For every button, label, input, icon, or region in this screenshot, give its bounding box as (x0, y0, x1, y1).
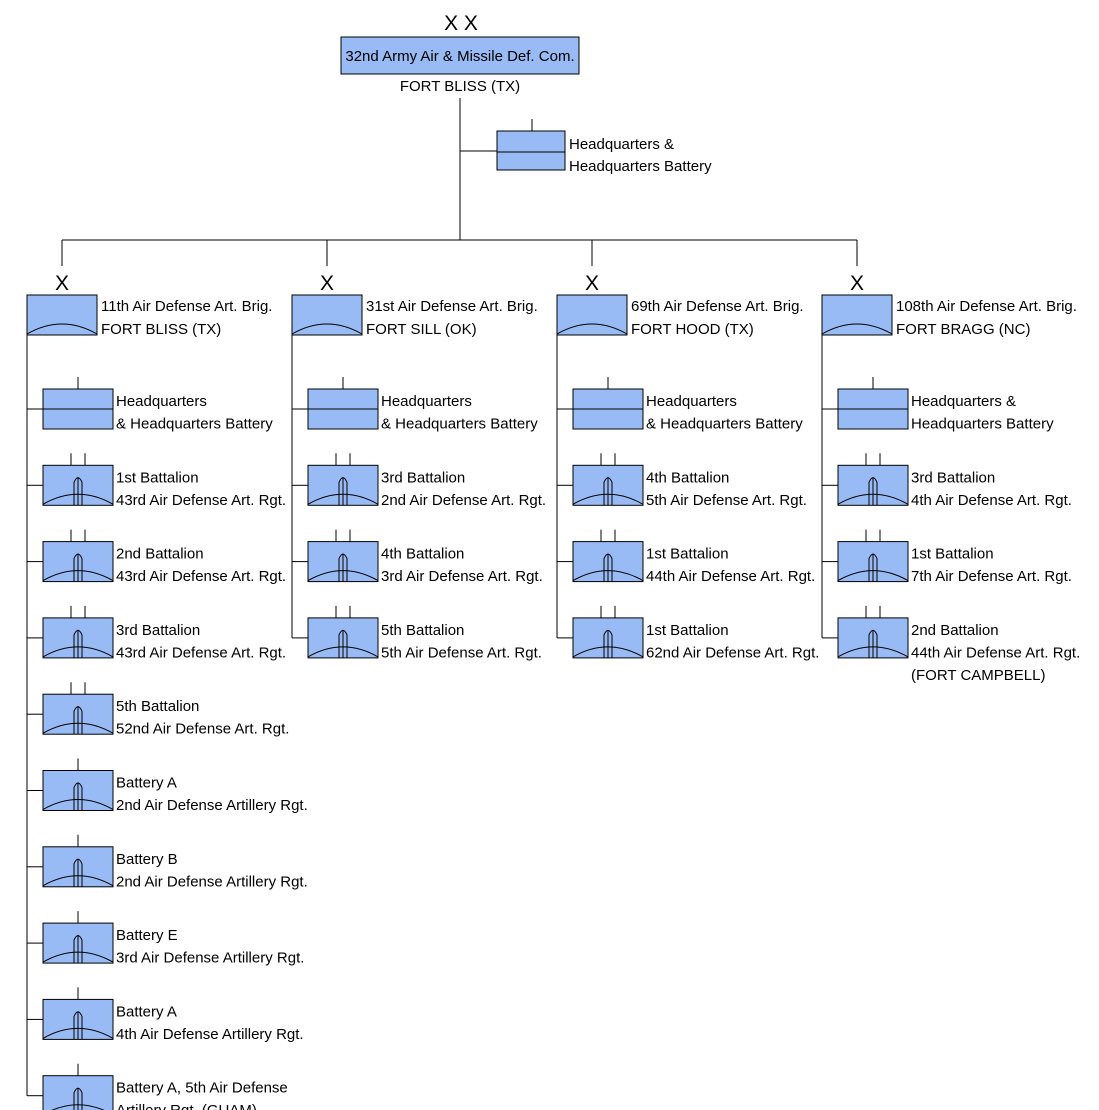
unit-label-line: 5th Battalion (381, 622, 464, 639)
unit-label-line: Battery B (116, 851, 178, 868)
unit-label-line: 44th Air Defense Art. Rgt. (911, 644, 1080, 661)
unit-label-line: & Headquarters Battery (381, 416, 538, 433)
unit-label-line: 2nd Battalion (116, 546, 204, 563)
unit-label-line: 1st Battalion (646, 546, 729, 563)
unit-label-line: 52nd Air Defense Art. Rgt. (116, 721, 289, 738)
unit-label-line: 3rd Air Defense Art. Rgt. (381, 568, 543, 585)
unit-label-line: 4th Air Defense Artillery Rgt. (116, 1026, 304, 1043)
unit-battalion[interactable]: 1st Battalion 62nd Air Defense Art. Rgt. (557, 605, 819, 662)
unit-label-line: 1st Battalion (116, 469, 199, 486)
air-defense-arc (556, 323, 628, 335)
unit-label-line: 43rd Air Defense Art. Rgt. (116, 568, 286, 585)
unit-battalion[interactable]: 3rd Battalion 2nd Air Defense Art. Rgt. (292, 453, 546, 509)
unit-label-line: 4th Air Defense Art. Rgt. (911, 492, 1072, 509)
unit-label-line: 3rd Air Defense Artillery Rgt. (116, 950, 304, 967)
brigade-4[interactable]: X 108th Air Defense Art. Brig. FORT BRAGG … (821, 240, 1080, 684)
unit-battalion[interactable]: 3rd Battalion 43rd Air Defense Art. Rgt. (27, 605, 286, 662)
unit-battalion[interactable]: 1st Battalion 43rd Air Defense Art. Rgt. (27, 453, 286, 509)
unit-label-line: Battery E (116, 927, 178, 944)
command-hq-label-line-1: Headquarters & (569, 136, 674, 153)
unit-label-line: 2nd Air Defense Artillery Rgt. (116, 797, 308, 814)
unit-hq[interactable]: Headquarters & Headquarters Battery (292, 377, 538, 433)
unit-label-line: 1st Battalion (911, 546, 994, 563)
unit-label-line: Battery A, 5th Air Defense (116, 1080, 288, 1097)
brigade-name: 11th Air Defense Art. Brig. (101, 298, 272, 315)
brigade-location: FORT HOOD (TX) (631, 321, 754, 338)
unit-battalion[interactable]: 3rd Battalion 4th Air Defense Art. Rgt. (822, 453, 1072, 509)
unit-label-line: 5th Air Defense Art. Rgt. (381, 644, 542, 661)
command-echelon-marker: X X (444, 12, 478, 35)
air-defense-arc (291, 323, 363, 335)
unit-label-line: 43rd Air Defense Art. Rgt. (116, 644, 286, 661)
brigade-echelon-marker: X (850, 272, 864, 295)
brigade-echelon-marker: X (55, 272, 69, 295)
unit-hq[interactable]: Headquarters & Headquarters Battery (822, 377, 1054, 433)
unit-label-line: 62nd Air Defense Art. Rgt. (646, 644, 819, 661)
unit-label-line: & Headquarters Battery (646, 416, 803, 433)
command-box (340, 36, 580, 75)
air-defense-arc (26, 323, 98, 335)
brigade-1[interactable]: X 11th Air Defense Art. Brig. FORT BLISS (… (26, 240, 308, 1110)
unit-label-line: Headquarters (646, 393, 737, 410)
unit-label-line: Battery A (116, 1003, 177, 1020)
brigades: X 11th Air Defense Art. Brig. FORT BLISS (… (26, 240, 1080, 1110)
unit-battery[interactable]: Battery E 3rd Air Defense Artillery Rgt. (27, 911, 304, 967)
command-node[interactable]: X X 32nd Army Air & Missile Def. Com. FO… (340, 12, 580, 95)
unit-battalion[interactable]: 4th Battalion 3rd Air Defense Art. Rgt. (292, 529, 543, 586)
command-connectors (62, 98, 857, 241)
unit-label-line: 3rd Battalion (381, 469, 465, 486)
unit-label-line: Headquarters Battery (911, 416, 1054, 433)
brigade-echelon-marker: X (320, 272, 334, 295)
unit-label-line: 3rd Battalion (911, 469, 995, 486)
unit-battalion[interactable]: 1st Battalion 7th Air Defense Art. Rgt. (822, 529, 1072, 586)
brigade-echelon-marker: X (585, 272, 599, 295)
unit-battery[interactable]: Battery A 2nd Air Defense Artillery Rgt. (27, 758, 308, 815)
unit-label-line: 5th Air Defense Art. Rgt. (646, 492, 807, 509)
unit-battalion[interactable]: 2nd Battalion 43rd Air Defense Art. Rgt. (27, 529, 286, 586)
command-hq-label-line-2: Headquarters Battery (569, 158, 712, 175)
unit-label-line: Artillery Rgt. (GUAM) (116, 1102, 257, 1110)
unit-label-line: 2nd Air Defense Art. Rgt. (381, 492, 546, 509)
unit-battalion[interactable]: 2nd Battalion 44th Air Defense Art. Rgt. (… (822, 605, 1080, 684)
unit-battalion[interactable]: 5th Battalion 52nd Air Defense Art. Rgt. (27, 682, 289, 738)
brigade-name: 69th Air Defense Art. Brig. (631, 298, 804, 315)
unit-hq[interactable]: Headquarters & Headquarters Battery (27, 377, 273, 433)
brigade-location: FORT BLISS (TX) (101, 321, 221, 338)
brigade-name: 31st Air Defense Art. Brig. (366, 298, 538, 315)
unit-label-line: & Headquarters Battery (116, 416, 273, 433)
unit-battalion[interactable]: 4th Battalion 5th Air Defense Art. Rgt. (557, 453, 807, 509)
unit-battalion[interactable]: 5th Battalion 5th Air Defense Art. Rgt. (292, 605, 542, 662)
unit-label-line: Headquarters (116, 393, 207, 410)
brigade-location: FORT SILL (OK) (366, 321, 477, 338)
unit-label-line: 3rd Battalion (116, 622, 200, 639)
unit-label-line: 7th Air Defense Art. Rgt. (911, 568, 1072, 585)
unit-hq[interactable]: Headquarters & Headquarters Battery (557, 377, 803, 433)
unit-label-line: 43rd Air Defense Art. Rgt. (116, 492, 286, 509)
brigade-2[interactable]: X 31st Air Defense Art. Brig. FORT SILL (O… (291, 240, 546, 662)
unit-label-line: 2nd Battalion (911, 622, 999, 639)
command-hq-symbol (496, 130, 566, 171)
unit-battery[interactable]: Battery A 4th Air Defense Artillery Rgt. (27, 987, 304, 1043)
command-location: FORT BLISS (TX) (400, 78, 520, 95)
brigade-3[interactable]: X 69th Air Defense Art. Brig. FORT HOOD (T… (556, 240, 819, 662)
brigade-location: FORT BRAGG (NC) (896, 321, 1030, 338)
unit-label-line: 5th Battalion (116, 698, 199, 715)
unit-label-line: Headquarters (381, 393, 472, 410)
unit-label-line: Battery A (116, 775, 177, 792)
unit-label-line: 1st Battalion (646, 622, 729, 639)
unit-label-line: 4th Battalion (381, 546, 464, 563)
unit-battalion[interactable]: 1st Battalion 44th Air Defense Art. Rgt. (557, 529, 815, 586)
unit-battery[interactable]: Battery B 2nd Air Defense Artillery Rgt. (27, 834, 308, 891)
unit-label-line: 4th Battalion (646, 469, 729, 486)
unit-label-line: Headquarters & (911, 393, 1016, 410)
unit-label-line: (FORT CAMPBELL) (911, 667, 1045, 684)
unit-label-line: 44th Air Defense Art. Rgt. (646, 568, 815, 585)
brigade-name: 108th Air Defense Art. Brig. (896, 298, 1077, 315)
unit-label-line: 2nd Air Defense Artillery Rgt. (116, 873, 308, 890)
command-name: 32nd Army Air & Missile Def. Com. (345, 48, 574, 65)
command-hq-node[interactable]: Headquarters & Headquarters Battery (496, 119, 712, 175)
air-defense-arc (821, 323, 893, 335)
